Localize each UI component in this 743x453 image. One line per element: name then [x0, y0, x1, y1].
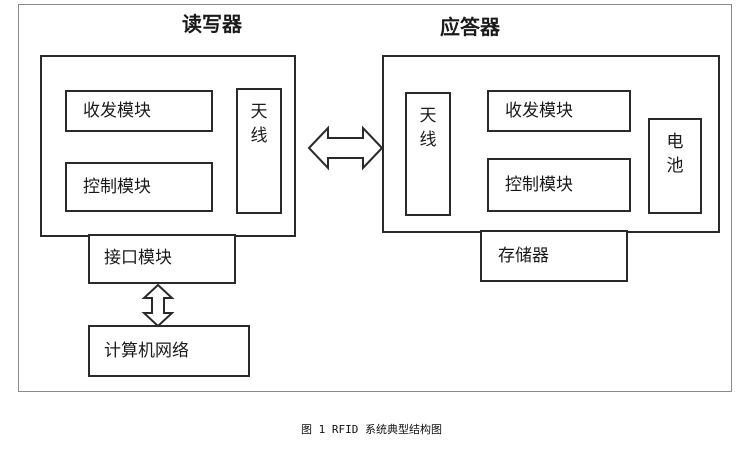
responder-control-label: 控制模块	[505, 175, 573, 195]
reader-antenna: 天 线	[236, 88, 282, 214]
wireless-link-arrow	[307, 125, 384, 171]
responder-transceiver-module: 收发模块	[487, 90, 631, 132]
responder-control-module: 控制模块	[487, 158, 631, 212]
responder-antenna: 天 线	[405, 92, 451, 216]
responder-storage-label: 存储器	[498, 246, 549, 266]
responder-battery: 电 池	[648, 118, 702, 214]
responder-antenna-label: 天 线	[419, 106, 437, 150]
reader-title: 读写器	[182, 12, 242, 36]
figure-caption: 图 1 RFID 系统典型结构图	[301, 423, 442, 436]
responder-transceiver-label: 收发模块	[505, 101, 573, 121]
reader-interface-label: 接口模块	[104, 248, 172, 268]
responder-storage: 存储器	[480, 230, 628, 282]
computer-network-box: 计算机网络	[88, 325, 250, 377]
reader-interface-module: 接口模块	[88, 234, 236, 284]
reader-control-label: 控制模块	[83, 177, 151, 197]
responder-battery-label: 电 池	[666, 132, 684, 176]
network-link-arrow	[141, 283, 175, 328]
computer-network-label: 计算机网络	[104, 341, 189, 361]
reader-transceiver-module: 收发模块	[65, 90, 213, 132]
responder-title: 应答器	[440, 15, 500, 39]
reader-antenna-label: 天 线	[250, 102, 268, 146]
reader-transceiver-label: 收发模块	[83, 101, 151, 121]
reader-control-module: 控制模块	[65, 162, 213, 212]
